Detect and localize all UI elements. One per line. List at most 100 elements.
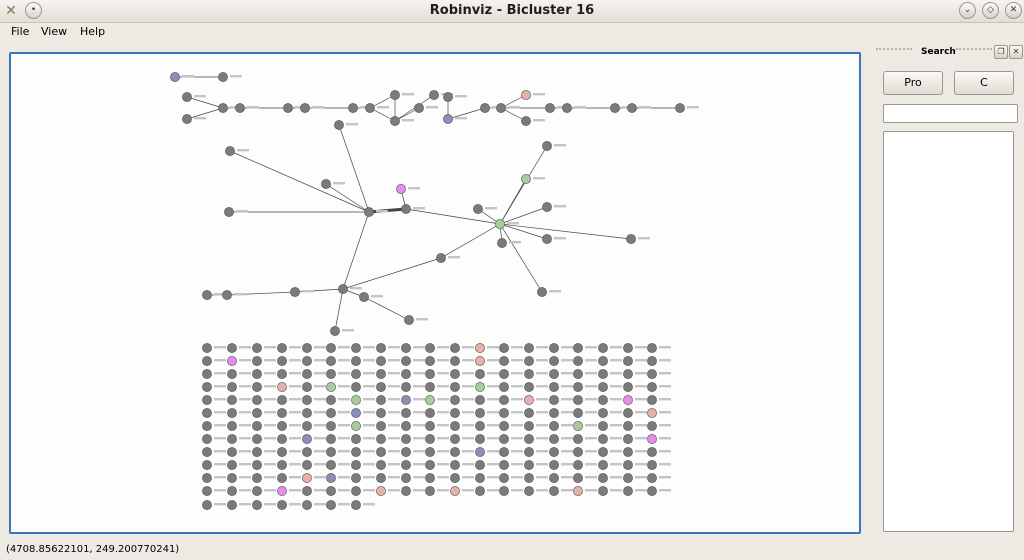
graph-node[interactable] bbox=[425, 473, 435, 483]
graph-node[interactable] bbox=[549, 408, 559, 418]
graph-node[interactable] bbox=[182, 92, 192, 102]
graph-node[interactable] bbox=[227, 395, 237, 405]
graph-node[interactable] bbox=[351, 369, 361, 379]
graph-node[interactable] bbox=[302, 500, 312, 510]
graph-node[interactable] bbox=[475, 486, 485, 496]
graph-node[interactable] bbox=[598, 486, 608, 496]
window-menu-icon[interactable]: • bbox=[25, 2, 42, 19]
graph-node[interactable] bbox=[647, 382, 657, 392]
graph-node[interactable] bbox=[321, 179, 331, 189]
graph-node[interactable] bbox=[202, 447, 212, 457]
graph-node[interactable] bbox=[326, 382, 336, 392]
graph-node[interactable] bbox=[647, 486, 657, 496]
graph-node[interactable] bbox=[425, 486, 435, 496]
graph-node[interactable] bbox=[425, 408, 435, 418]
graph-node[interactable] bbox=[401, 343, 411, 353]
graph-node[interactable] bbox=[475, 356, 485, 366]
graph-node[interactable] bbox=[302, 473, 312, 483]
graph-node[interactable] bbox=[495, 219, 505, 229]
graph-node[interactable] bbox=[549, 473, 559, 483]
graph-node[interactable] bbox=[475, 395, 485, 405]
graph-node[interactable] bbox=[252, 408, 262, 418]
graph-node[interactable] bbox=[376, 356, 386, 366]
graph-node[interactable] bbox=[202, 434, 212, 444]
graph-node[interactable] bbox=[326, 447, 336, 457]
graph-node[interactable] bbox=[475, 382, 485, 392]
graph-node[interactable] bbox=[573, 460, 583, 470]
graph-node[interactable] bbox=[623, 356, 633, 366]
graph-node[interactable] bbox=[376, 343, 386, 353]
graph-node[interactable] bbox=[300, 103, 310, 113]
graph-node[interactable] bbox=[401, 460, 411, 470]
graph-node[interactable] bbox=[227, 473, 237, 483]
graph-node[interactable] bbox=[252, 460, 262, 470]
graph-node[interactable] bbox=[647, 356, 657, 366]
graph-node[interactable] bbox=[598, 395, 608, 405]
graph-node[interactable] bbox=[499, 369, 509, 379]
graph-node[interactable] bbox=[425, 369, 435, 379]
graph-node[interactable] bbox=[647, 447, 657, 457]
graph-node[interactable] bbox=[598, 382, 608, 392]
graph-node[interactable] bbox=[218, 103, 228, 113]
graph-node[interactable] bbox=[524, 460, 534, 470]
graph-node[interactable] bbox=[480, 103, 490, 113]
graph-node[interactable] bbox=[499, 356, 509, 366]
graph-node[interactable] bbox=[277, 395, 287, 405]
graph-node[interactable] bbox=[202, 460, 212, 470]
graph-node[interactable] bbox=[235, 103, 245, 113]
graph-node[interactable] bbox=[277, 460, 287, 470]
graph-node[interactable] bbox=[425, 343, 435, 353]
graph-node[interactable] bbox=[598, 447, 608, 457]
graph-node[interactable] bbox=[524, 356, 534, 366]
graph-node[interactable] bbox=[414, 103, 424, 113]
graph-node[interactable] bbox=[302, 343, 312, 353]
graph-node[interactable] bbox=[302, 447, 312, 457]
graph-node[interactable] bbox=[277, 343, 287, 353]
graph-node[interactable] bbox=[252, 356, 262, 366]
graph-node[interactable] bbox=[202, 500, 212, 510]
graph-node[interactable] bbox=[252, 473, 262, 483]
graph-node[interactable] bbox=[326, 369, 336, 379]
graph-node[interactable] bbox=[351, 382, 361, 392]
graph-node[interactable] bbox=[302, 434, 312, 444]
app-icon[interactable]: ✕ bbox=[5, 3, 17, 19]
graph-node[interactable] bbox=[351, 395, 361, 405]
graph-node[interactable] bbox=[401, 356, 411, 366]
graph-node[interactable] bbox=[598, 356, 608, 366]
graph-node[interactable] bbox=[376, 447, 386, 457]
minimize-icon[interactable]: ⌄ bbox=[959, 2, 976, 19]
graph-node[interactable] bbox=[549, 395, 559, 405]
graph-node[interactable] bbox=[573, 395, 583, 405]
float-icon[interactable]: ❐ bbox=[994, 45, 1008, 59]
graph-node[interactable] bbox=[499, 395, 509, 405]
graph-node[interactable] bbox=[573, 356, 583, 366]
graph-node[interactable] bbox=[475, 460, 485, 470]
graph-node[interactable] bbox=[302, 356, 312, 366]
graph-node[interactable] bbox=[302, 486, 312, 496]
graph-node[interactable] bbox=[227, 447, 237, 457]
graph-node[interactable] bbox=[524, 395, 534, 405]
graph-node[interactable] bbox=[524, 447, 534, 457]
graph-node[interactable] bbox=[598, 421, 608, 431]
graph-node[interactable] bbox=[499, 343, 509, 353]
graph-node[interactable] bbox=[401, 204, 411, 214]
graph-node[interactable] bbox=[326, 460, 336, 470]
graph-node[interactable] bbox=[598, 408, 608, 418]
graph-node[interactable] bbox=[376, 486, 386, 496]
graph-node[interactable] bbox=[401, 434, 411, 444]
graph-node[interactable] bbox=[521, 174, 531, 184]
graph-node[interactable] bbox=[348, 103, 358, 113]
graph-node[interactable] bbox=[524, 421, 534, 431]
graph-node[interactable] bbox=[225, 146, 235, 156]
graph-node[interactable] bbox=[647, 434, 657, 444]
graph-node[interactable] bbox=[475, 408, 485, 418]
graph-node[interactable] bbox=[404, 315, 414, 325]
graph-node[interactable] bbox=[524, 434, 534, 444]
graph-node[interactable] bbox=[302, 395, 312, 405]
graph-node[interactable] bbox=[401, 369, 411, 379]
graph-node[interactable] bbox=[475, 421, 485, 431]
graph-node[interactable] bbox=[252, 421, 262, 431]
graph-node[interactable] bbox=[450, 473, 460, 483]
graph-node[interactable] bbox=[425, 356, 435, 366]
graph-node[interactable] bbox=[202, 382, 212, 392]
